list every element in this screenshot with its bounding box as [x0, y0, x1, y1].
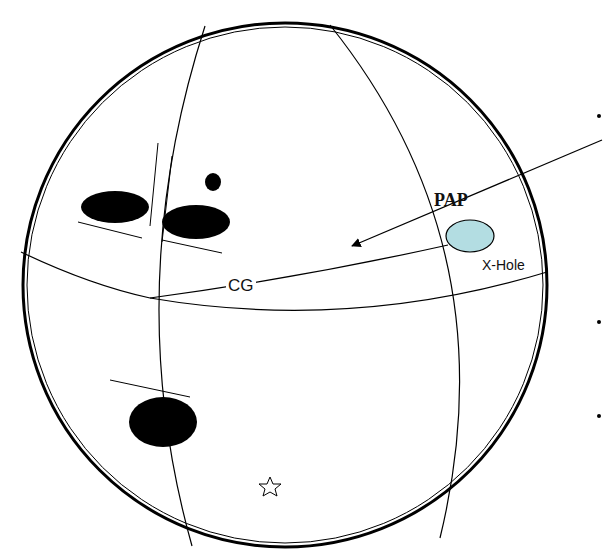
region-label: PAP [432, 189, 470, 212]
vessel-line [150, 143, 158, 226]
cg-line [21, 245, 448, 298]
lesion [81, 191, 149, 223]
bullet-dot [597, 114, 601, 118]
lesion [162, 205, 230, 239]
latitude-line [150, 272, 547, 310]
vessel-line [162, 156, 172, 242]
globe-inner-outline [27, 27, 543, 543]
bullet-dot [597, 320, 601, 324]
right-meridian [330, 25, 460, 538]
bullet-dot [597, 414, 601, 418]
lesion-dot [205, 173, 221, 191]
marker-line [110, 380, 190, 397]
lesion [129, 397, 197, 447]
star-symbol [259, 477, 281, 496]
left-meridian [159, 26, 205, 546]
marker-line [78, 222, 142, 238]
marker-line [162, 240, 222, 253]
hole-label: X-Hole [480, 256, 527, 274]
macular-hole [446, 220, 494, 252]
region-label: CG [226, 275, 256, 297]
pointer-arrow [352, 140, 602, 246]
